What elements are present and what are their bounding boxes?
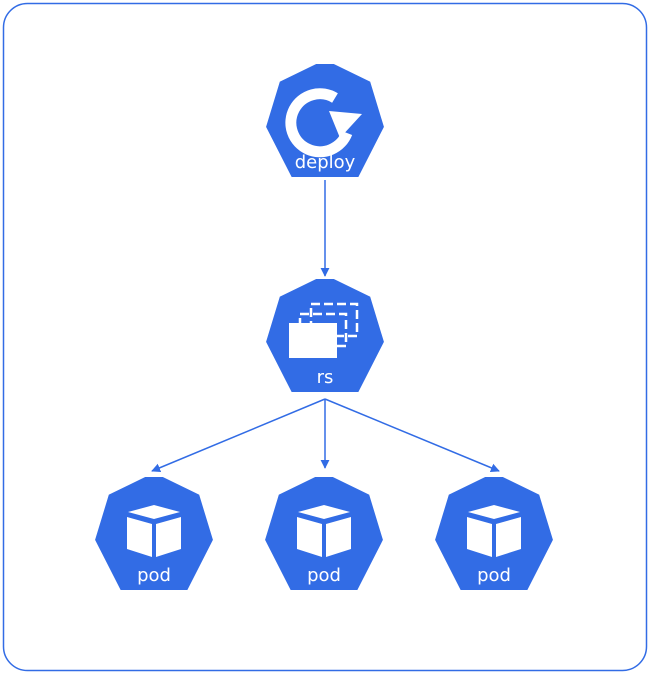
node-pod-1[interactable]: pod [93, 475, 215, 592]
edge-rs-pod1 [151, 398, 326, 473]
edge-rs-pod3 [324, 398, 500, 473]
node-pod-3[interactable]: pod [433, 475, 555, 592]
node-pod-1-label: pod [137, 565, 171, 586]
edges [151, 180, 500, 473]
node-pod-3-label: pod [477, 565, 511, 586]
deployment-cycle-icon [285, 88, 362, 158]
node-rs-label: rs [317, 367, 334, 388]
node-pod-2-label: pod [307, 565, 341, 586]
pod-cube-icon [467, 505, 521, 557]
replicaset-stack-icon [289, 302, 359, 358]
pod-cube-icon [297, 505, 351, 557]
pod-cube-icon [127, 505, 181, 557]
node-deploy[interactable]: deploy [264, 62, 386, 179]
node-pod-2[interactable]: pod [263, 475, 385, 592]
node-deploy-label: deploy [295, 152, 356, 173]
node-rs[interactable]: rs [264, 277, 386, 394]
